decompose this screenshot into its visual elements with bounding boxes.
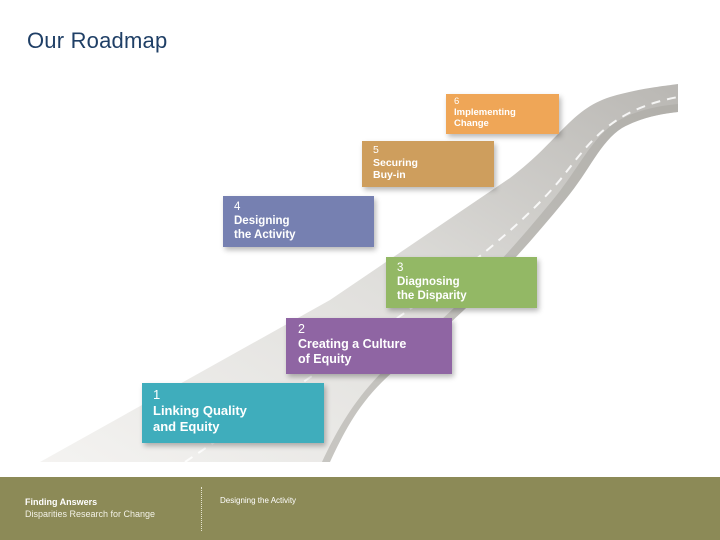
footer-bar: Finding Answers Disparities Research for…: [0, 477, 720, 540]
roadmap-step-5: 5 Securing Buy-in: [362, 141, 494, 187]
brand-title: Finding Answers: [25, 497, 98, 507]
step-number: 5: [373, 144, 379, 156]
footer-divider: [201, 487, 202, 531]
slide-title: Our Roadmap: [27, 28, 168, 53]
step-label: Creating a Culture of Equity: [298, 337, 407, 366]
roadmap-step-4: 4 Designing the Activity: [223, 196, 374, 247]
brand-logo-text: Finding Answers Disparities Research for…: [25, 496, 155, 520]
roadmap-step-3: 3 Diagnosing the Disparity: [386, 257, 537, 308]
roadmap-step-6: 6 Implementing Change: [446, 94, 559, 134]
step-number: 4: [234, 201, 241, 213]
step-label: Implementing Change: [454, 107, 516, 129]
step-number: 2: [298, 322, 305, 336]
step-label: Securing Buy-in: [373, 156, 418, 182]
step-label: Designing the Activity: [234, 215, 296, 241]
step-label: Diagnosing the Disparity: [397, 276, 467, 302]
footer-section-name: Designing the Activity: [220, 496, 297, 505]
roadmap-step-2: 2 Creating a Culture of Equity: [286, 318, 452, 374]
step-number: 6: [454, 96, 460, 107]
step-number: 3: [397, 262, 404, 274]
step-label: Linking Quality and Equity: [153, 403, 247, 434]
road-surface: [40, 84, 678, 462]
roadmap-step-1: 1 Linking Quality and Equity: [142, 383, 324, 443]
step-number: 1: [153, 387, 161, 402]
brand-subtitle: Disparities Research for Change: [25, 509, 156, 519]
